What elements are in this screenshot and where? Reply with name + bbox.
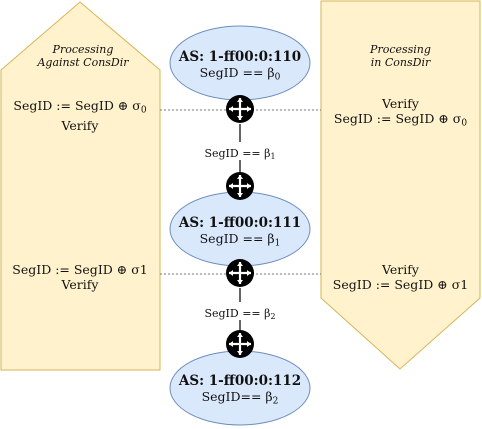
right-panel-title-line1: Processing	[370, 43, 431, 56]
left-op1-line2: Verify	[61, 118, 99, 134]
as-node-112-label: AS: 1-ff00:0:112	[178, 373, 302, 389]
right-op2-line2: SegID := SegID ⊕ σ1	[332, 277, 469, 292]
right-panel-title-line2: in ConsDir	[370, 56, 431, 69]
as-node-110-text: AS: 1-ff00:0:110 SegID == β0	[170, 49, 310, 85]
left-op2-line1: SegID := SegID ⊕ σ1	[12, 262, 148, 277]
as-node-112-segid: SegID== β2	[201, 389, 279, 407]
left-op-block-1: SegID := SegID ⊕ σ0 Verify	[0, 98, 160, 133]
interface-icon	[226, 330, 254, 358]
right-op-block-2: Verify SegID := SegID ⊕ σ1	[321, 262, 480, 292]
interface-icon	[226, 259, 254, 287]
interface-icon	[226, 172, 254, 200]
interface-icon	[226, 95, 254, 123]
as-node-111-segid: SegID == β1	[199, 231, 281, 249]
left-panel-title-line1: Processing	[52, 43, 114, 56]
left-panel-title: Processing Against ConsDir	[0, 43, 166, 69]
right-panel-shape	[320, 0, 481, 370]
right-op1-line1: Verify	[382, 96, 419, 111]
link-label-1: SegID == β1	[203, 147, 277, 161]
as-node-110-segid: SegID == β0	[199, 65, 281, 83]
left-op2-line2: Verify	[61, 277, 99, 292]
right-op-block-1: Verify SegID := SegID ⊕ σ0	[321, 96, 480, 131]
as-node-111-text: AS: 1-ff00:0:111 SegID == β1	[170, 215, 310, 251]
as-node-110-label: AS: 1-ff00:0:110	[178, 49, 302, 65]
left-panel-title-line2: Against ConsDir	[37, 56, 129, 69]
right-op1-line2: SegID := SegID ⊕ σ0	[333, 111, 468, 129]
left-panel-shape	[0, 1, 161, 371]
right-panel-title: Processing in ConsDir	[321, 43, 480, 69]
left-op1-line1: SegID := SegID ⊕ σ0	[13, 98, 147, 116]
link-label-2: SegID == β2	[203, 307, 277, 321]
left-op-block-2: SegID := SegID ⊕ σ1 Verify	[0, 262, 160, 292]
as-node-111-label: AS: 1-ff00:0:111	[178, 215, 302, 231]
right-op2-line1: Verify	[382, 262, 419, 277]
as-node-112-text: AS: 1-ff00:0:112 SegID== β2	[170, 373, 310, 409]
